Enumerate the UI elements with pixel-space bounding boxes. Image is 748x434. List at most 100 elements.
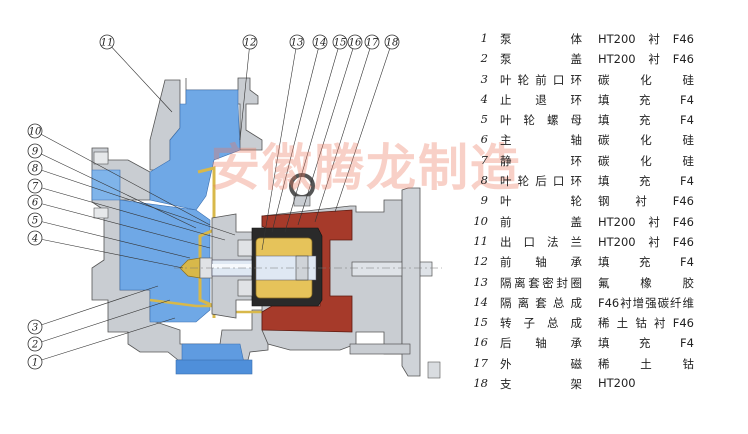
callout-number: 6 [32, 198, 39, 209]
parts-list-row: 9 叶轮 钢衬F46 [470, 193, 740, 213]
callout-number: 4 [31, 234, 38, 245]
callout-leader [34, 317, 176, 363]
part-material: 填充F4 [598, 174, 694, 189]
callout-leader [284, 41, 341, 233]
part-name: 叶轮 [500, 194, 582, 209]
parts-list-row: 4 止退环 填充F4 [470, 92, 740, 112]
front-bearing [237, 239, 253, 257]
part-material: 填充F4 [598, 92, 694, 107]
callout-number: 11 [101, 38, 114, 49]
part-material: 钢衬F46 [598, 194, 694, 209]
callout-circle [27, 178, 43, 194]
callout-circle [27, 212, 43, 228]
callout-number: 14 [314, 38, 327, 49]
support-foot-right [427, 361, 441, 379]
callout-leader [297, 41, 356, 226]
part-number: 7 [480, 152, 488, 167]
part-material: 氟橡胶 [598, 275, 694, 290]
part-material: 碳化硅 [598, 153, 694, 168]
part-material: 填充F4 [598, 113, 694, 128]
part-name: 隔离套总成 [500, 295, 582, 310]
parts-list-row: 1 泵体 HT200衬F46 [470, 31, 740, 51]
lifting-eye [289, 173, 315, 199]
callout-number: 5 [32, 216, 38, 227]
callout-number: 13 [291, 38, 304, 49]
lifting-eye-base [293, 195, 311, 207]
callout-circle [242, 34, 258, 50]
part-number: 14 [473, 294, 488, 309]
callout-circle [312, 34, 328, 50]
callout-number: 12 [244, 38, 257, 49]
part-name: 转子总成 [500, 316, 582, 331]
part-number: 3 [480, 71, 488, 86]
part-material: 碳化硅 [598, 133, 694, 148]
callout-leader [34, 167, 236, 236]
part-material: HT200衬F46 [598, 32, 694, 46]
callout-leader [334, 41, 393, 213]
part-number: 16 [473, 335, 488, 350]
part-number: 9 [480, 193, 488, 208]
part-name: 叶轮前口环 [500, 72, 582, 87]
callout-number: 1 [32, 358, 38, 369]
callout-circle [384, 34, 400, 50]
callout-circle [27, 194, 43, 210]
part-material: 填充F4 [598, 255, 694, 270]
part-name: 出口法兰 [500, 234, 582, 249]
callout-number: 17 [366, 38, 379, 49]
callout-circle [332, 34, 348, 50]
callout-circle [27, 123, 43, 139]
callout-circle [27, 336, 43, 352]
part-name: 前盖 [500, 214, 582, 229]
callout-number: 15 [334, 38, 347, 49]
callout-number: 7 [32, 182, 39, 193]
callout-number: 10 [29, 127, 42, 138]
part-number: 8 [480, 173, 488, 188]
part-name: 止退环 [500, 92, 582, 107]
callout-circle [27, 354, 43, 370]
callout-leader [34, 150, 197, 229]
part-name: 泵盖 [500, 52, 582, 67]
parts-list-row: 5 叶轮螺母 填充F4 [470, 112, 740, 132]
part-material: 稀土钴 [598, 356, 694, 371]
callout-circle [27, 230, 43, 246]
callout-leader [34, 130, 211, 226]
callout-circle [347, 34, 363, 50]
part-name: 前轴承 [500, 255, 582, 270]
callout-leader [261, 41, 298, 251]
part-number: 6 [480, 132, 488, 147]
part-number: 5 [480, 112, 488, 127]
callout-leader [34, 285, 159, 328]
callout-number: 18 [386, 38, 399, 49]
part-number: 11 [473, 233, 488, 248]
part-number: 18 [473, 376, 488, 391]
part-name: 静环 [500, 153, 582, 168]
part-name: 泵体 [500, 32, 582, 46]
part-name: 叶轮螺母 [500, 113, 582, 128]
part-name: 后轴承 [500, 336, 582, 351]
part-name: 隔离套密封圈 [500, 275, 582, 290]
pump-foot-base [175, 359, 253, 375]
callout-circle [289, 34, 305, 50]
callout-number: 3 [32, 323, 38, 334]
callout-leader [271, 41, 321, 233]
part-number: 4 [480, 91, 488, 106]
callout-circle [27, 319, 43, 335]
callout-leader [106, 41, 173, 113]
part-number: 1 [480, 31, 488, 45]
callout-circle [27, 143, 43, 159]
callout-circle [364, 34, 380, 50]
part-number: 2 [480, 51, 488, 66]
callout-leader [34, 237, 184, 269]
